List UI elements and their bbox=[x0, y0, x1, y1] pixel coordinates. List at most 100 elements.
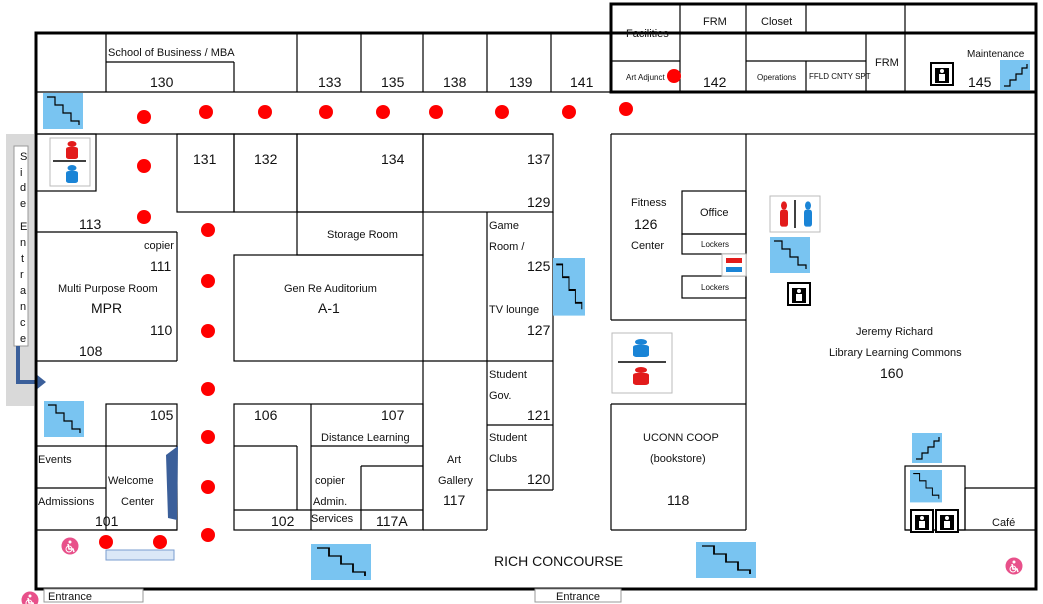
room-number-129: 129 bbox=[527, 194, 551, 210]
room-label-bookstore: (bookstore) bbox=[650, 453, 706, 465]
room-number-106: 106 bbox=[254, 407, 278, 423]
room-number-121: 121 bbox=[527, 407, 551, 423]
room-number-133: 133 bbox=[318, 74, 342, 90]
room-number-125: 125 bbox=[527, 258, 551, 274]
welcome-center-ramp bbox=[166, 446, 178, 520]
room-label-art: Art bbox=[447, 454, 461, 466]
room-label-student-gov-2: Gov. bbox=[489, 390, 511, 402]
restroom-icon bbox=[49, 137, 91, 187]
room-label-lockers-1: Lockers bbox=[701, 240, 729, 249]
room-label-concourse: RICH CONCOURSE bbox=[494, 553, 623, 569]
room-label-student-gov-1: Student bbox=[489, 369, 527, 381]
room-label-welcome: Welcome bbox=[108, 475, 154, 487]
room-label-services: Services bbox=[311, 513, 354, 525]
svg-text:c: c bbox=[20, 317, 26, 329]
room-label-copier-111: copier bbox=[144, 240, 174, 252]
svg-text:n: n bbox=[20, 237, 26, 249]
svg-text:i: i bbox=[20, 167, 22, 179]
wheelchair-icon bbox=[60, 536, 80, 556]
room-label-library-1: Jeremy Richard bbox=[856, 326, 933, 338]
room-label-closet: Closet bbox=[761, 16, 792, 28]
wheelchair-icon bbox=[1004, 556, 1024, 576]
svg-text:t: t bbox=[21, 253, 24, 265]
room-number-107: 107 bbox=[381, 407, 405, 423]
room-number-134: 134 bbox=[381, 151, 405, 167]
room-label-admissions: Admissions bbox=[38, 496, 95, 508]
elevator-icon bbox=[935, 509, 959, 533]
room-number-132: 132 bbox=[254, 151, 278, 167]
restroom-icon bbox=[769, 195, 821, 233]
room-label-operations: Operations bbox=[757, 73, 796, 82]
elevator-icon bbox=[930, 62, 954, 86]
room-label-copier-admin: copier bbox=[315, 475, 345, 487]
room-number-105: 105 bbox=[150, 407, 174, 423]
stairs-icon bbox=[909, 469, 943, 503]
room-number-127: 127 bbox=[527, 322, 551, 338]
entrance-door bbox=[105, 549, 175, 561]
room-label-storage: Storage Room bbox=[327, 229, 398, 241]
room-label-tv-lounge: TV lounge bbox=[489, 304, 539, 316]
room-label-distance: Distance Learning bbox=[321, 432, 410, 444]
room-label-facilities: Facilities bbox=[626, 28, 669, 40]
room-label-ffld: FFLD CNTY SPT bbox=[809, 72, 871, 81]
room-label-lockers-2: Lockers bbox=[701, 283, 729, 292]
stairs-icon bbox=[42, 92, 84, 130]
room-label-admin: Admin. bbox=[313, 496, 347, 508]
room-label-mpr-name: Multi Purpose Room bbox=[58, 283, 158, 295]
room-label-gallery: Gallery bbox=[438, 475, 473, 487]
room-label-uconn: UCONN COOP bbox=[643, 432, 719, 444]
room-label-maintenance: Maintenance bbox=[967, 49, 1025, 60]
room-number-131: 131 bbox=[193, 151, 217, 167]
room-label-center: Center bbox=[631, 240, 664, 252]
stairs-icon bbox=[552, 257, 586, 317]
svg-text:r: r bbox=[20, 269, 24, 281]
room-label-cafe: Café bbox=[992, 517, 1015, 529]
stairs-icon bbox=[769, 236, 811, 274]
room-label-mpr: MPR bbox=[91, 300, 122, 316]
room-number-113: 113 bbox=[79, 216, 102, 232]
room-label-room: Room / bbox=[489, 241, 525, 253]
route-dots bbox=[99, 69, 681, 549]
stairs-icon bbox=[310, 543, 372, 581]
side-entrance-arrow-icon bbox=[16, 346, 46, 390]
wheelchair-icon bbox=[20, 590, 40, 604]
svg-text:e: e bbox=[20, 333, 26, 345]
elevator-icon bbox=[910, 509, 934, 533]
room-number-120: 120 bbox=[527, 471, 551, 487]
stairs-up-icon bbox=[999, 59, 1031, 91]
room-number-138: 138 bbox=[443, 74, 467, 90]
room-label-art-adjunct: Art Adjunct bbox=[626, 73, 665, 82]
room-label-student-clubs-1: Student bbox=[489, 432, 527, 444]
room-label-school-business: School of Business / MBA bbox=[108, 47, 235, 59]
room-number-118: 118 bbox=[667, 492, 690, 508]
room-number-126: 126 bbox=[634, 216, 658, 232]
room-label-student-clubs-2: Clubs bbox=[489, 453, 518, 465]
room-number-117a: 117A bbox=[376, 513, 408, 529]
room-label-frm-right: FRM bbox=[875, 57, 899, 69]
side-entrance-label: S i d e E n t r a n c e bbox=[20, 151, 27, 345]
room-number-139: 139 bbox=[509, 74, 533, 90]
svg-text:a: a bbox=[20, 285, 27, 297]
room-label-welcome-center: Center bbox=[121, 496, 154, 508]
room-number-130: 130 bbox=[150, 74, 174, 90]
restroom-icon bbox=[611, 332, 673, 394]
room-label-library-2: Library Learning Commons bbox=[829, 347, 962, 359]
room-number-160: 160 bbox=[880, 365, 904, 381]
room-number-102: 102 bbox=[271, 513, 295, 529]
elevator-icon bbox=[787, 282, 811, 306]
room-label-auditorium: Gen Re Auditorium bbox=[284, 283, 377, 295]
restroom-icon bbox=[721, 253, 747, 277]
room-number-110: 110 bbox=[150, 322, 173, 338]
svg-text:E: E bbox=[20, 221, 27, 233]
svg-text:n: n bbox=[20, 301, 26, 313]
room-label-events: Events bbox=[38, 454, 72, 466]
room-label-a1: A-1 bbox=[318, 300, 340, 316]
room-label-fitness: Fitness bbox=[631, 197, 667, 209]
room-number-117: 117 bbox=[443, 492, 466, 508]
svg-text:S: S bbox=[20, 151, 27, 163]
svg-text:d: d bbox=[20, 182, 26, 194]
room-number-145: 145 bbox=[968, 74, 992, 90]
entrance-label-center: Entrance bbox=[556, 591, 600, 603]
room-number-142: 142 bbox=[703, 74, 727, 90]
